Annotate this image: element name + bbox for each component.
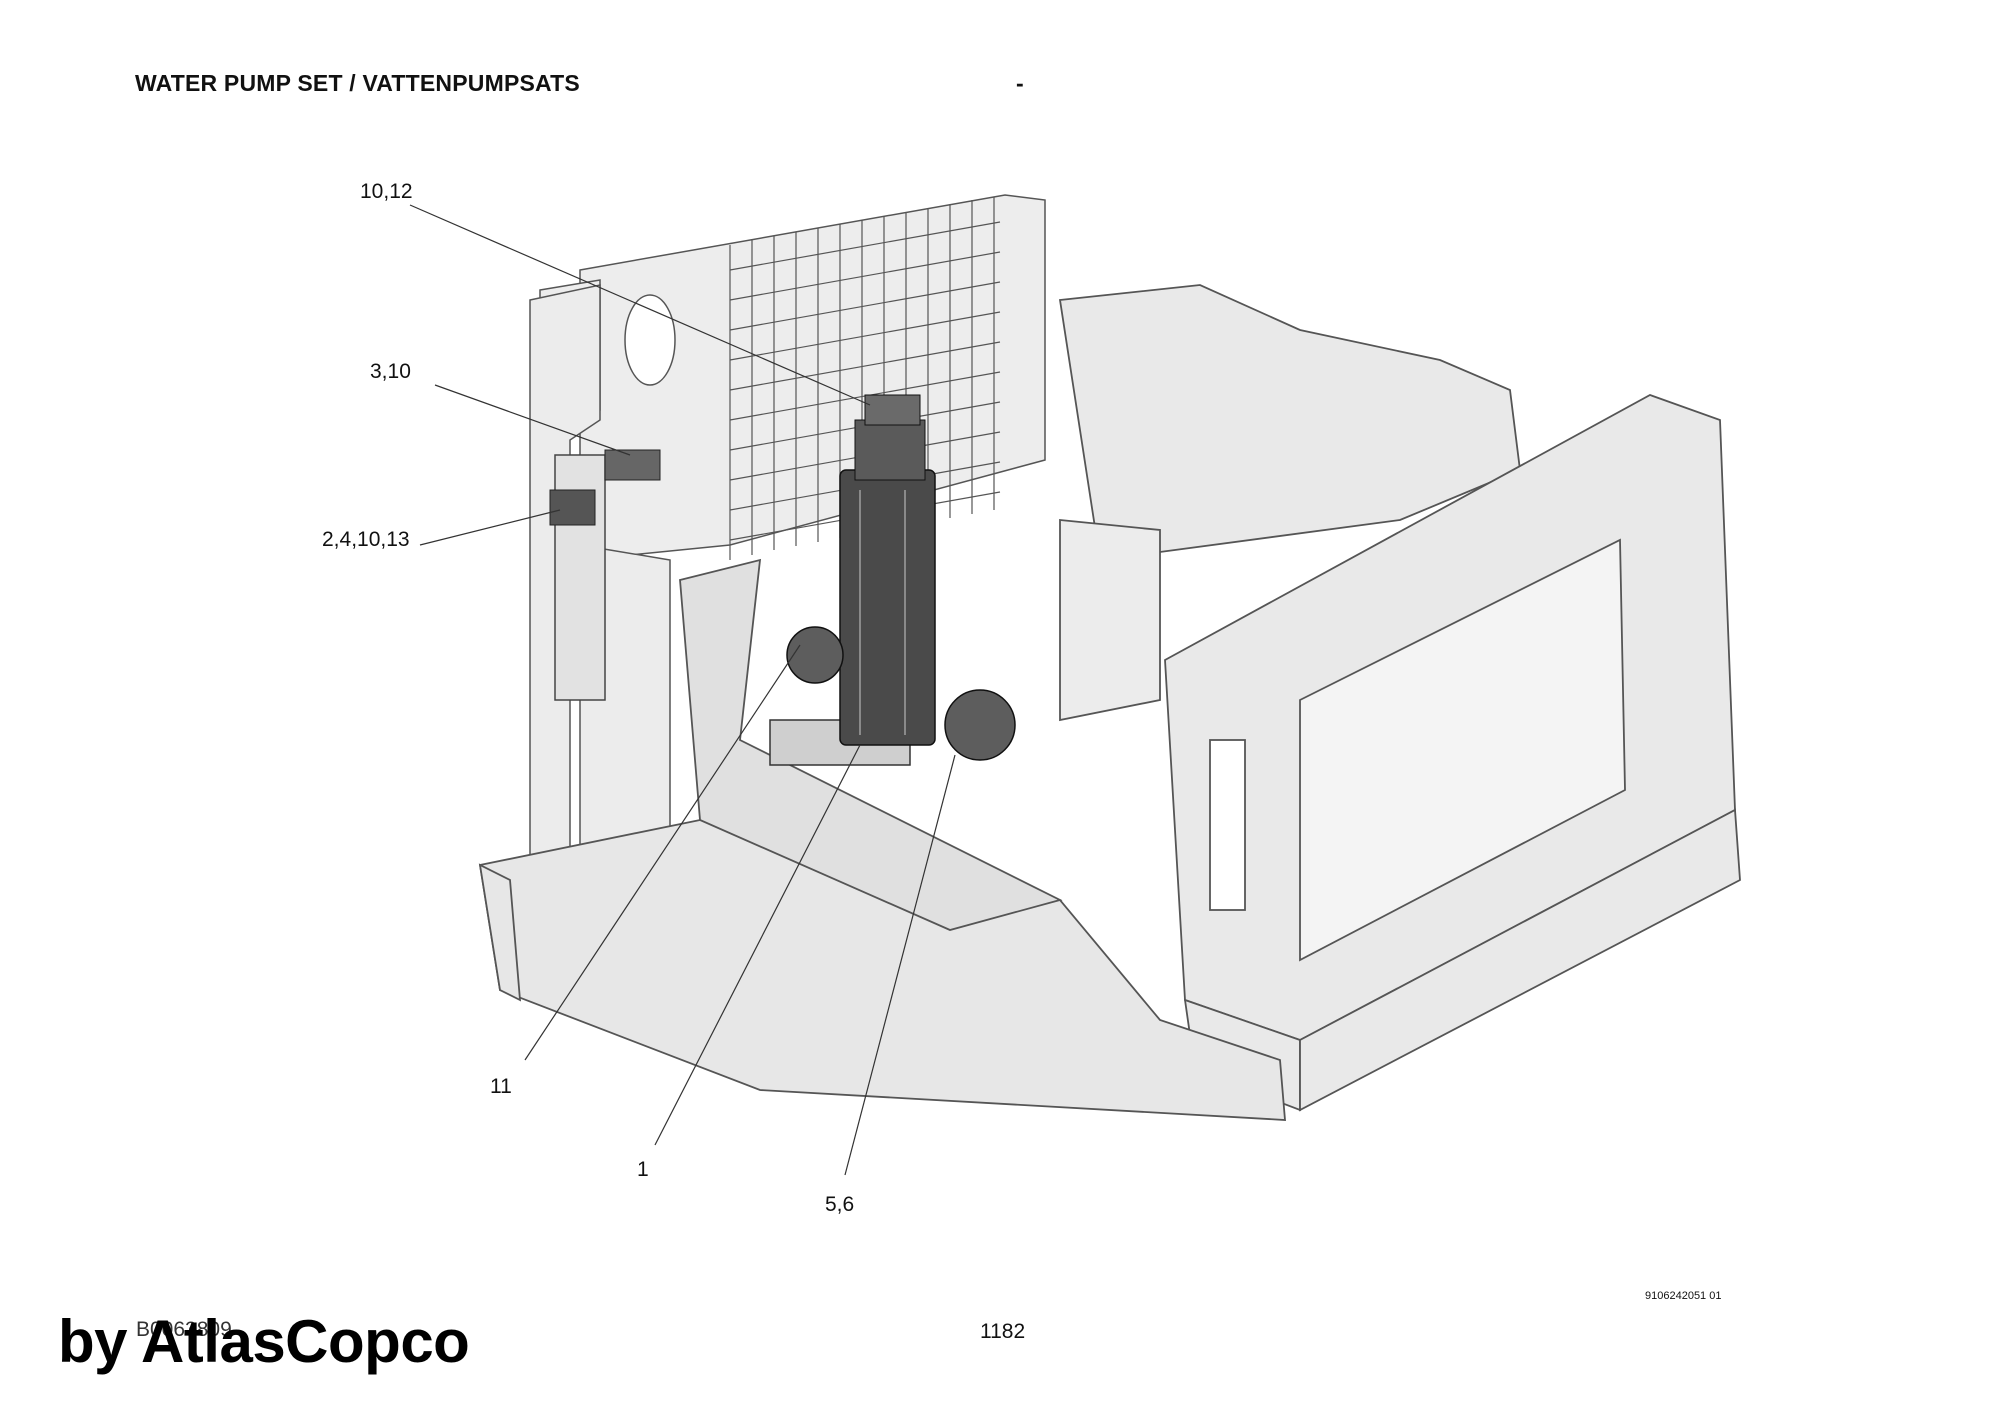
callout-10-12: 10,12: [360, 180, 413, 203]
leader-11: [524, 644, 801, 1061]
leader-1: [654, 744, 861, 1146]
section-dash: -: [1016, 70, 1024, 96]
brand-watermark: by AtlasCopco: [58, 1308, 470, 1375]
callout-1: 1: [637, 1158, 649, 1181]
leader-3-10: [434, 384, 631, 456]
page-number: 1182: [980, 1320, 1026, 1343]
bottom-skid: [478, 519, 1286, 1121]
leader-lines: [409, 204, 956, 1176]
leader-5-6: [844, 754, 956, 1176]
leader-10-12: [409, 204, 871, 406]
pump-assembly: [769, 394, 1016, 766]
valve-block: [549, 449, 661, 701]
page-title: WATER PUMP SET / VATTENPUMPSATS: [135, 70, 580, 96]
right-frame: [1058, 284, 1741, 1112]
drawing-code: B0063809: [136, 1318, 232, 1341]
document-number: 9106242051 01: [1645, 1290, 1722, 1302]
callout-3-10: 3,10: [370, 360, 411, 383]
callout-11: 11: [490, 1075, 512, 1098]
callout-5-6: 5,6: [825, 1193, 855, 1216]
leader-2-4-10-13: [419, 509, 561, 546]
callout-2-4-10-13: 2,4,10,13: [322, 528, 410, 551]
